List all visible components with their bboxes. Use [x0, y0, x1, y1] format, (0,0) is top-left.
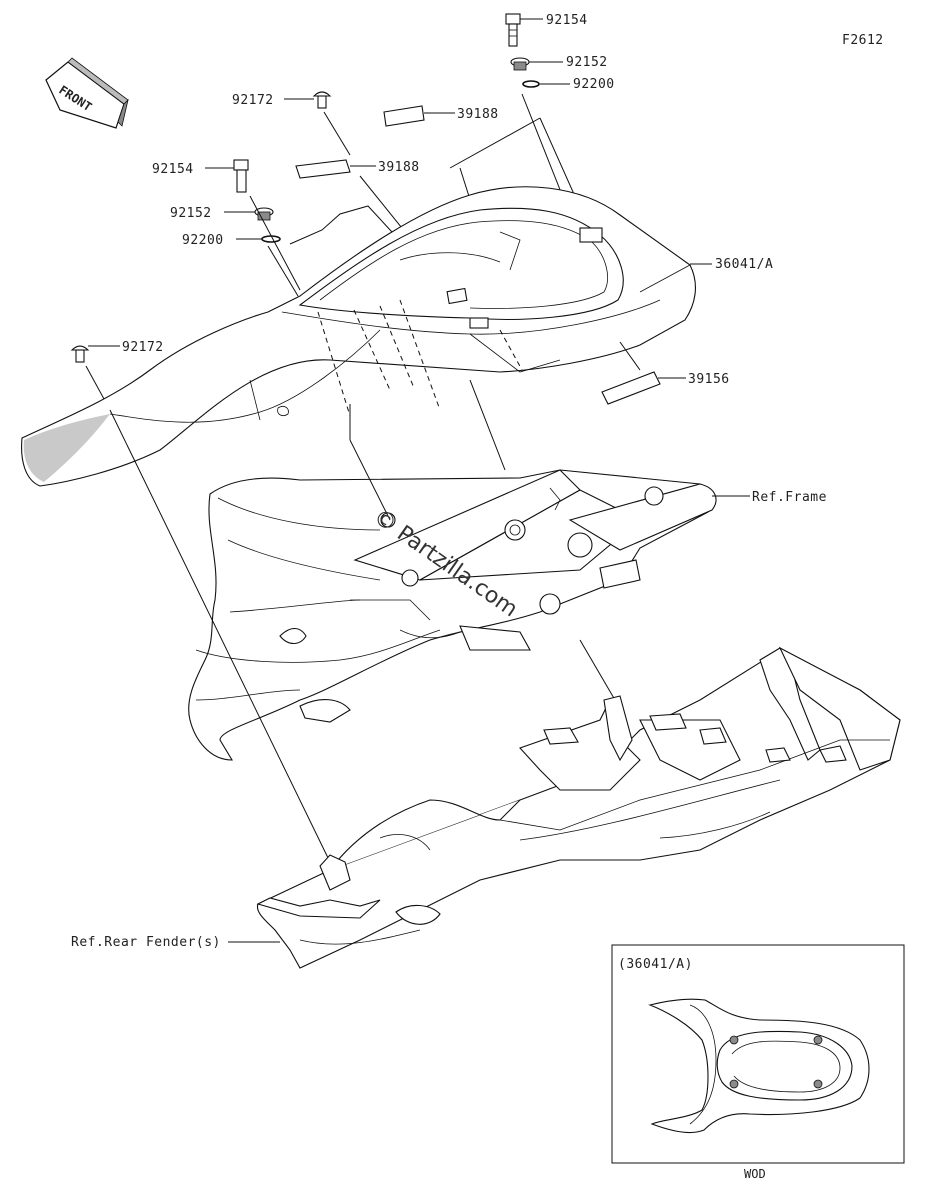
label-39188-mid: [295, 159, 351, 179]
bolt-92172-left: [70, 345, 90, 363]
seat-36041a: [21, 186, 696, 487]
callout-92154-top: 92154: [546, 13, 588, 28]
callout-ref-frame: Ref.Frame: [752, 490, 827, 505]
front-arrow-icon: FRONT: [45, 57, 129, 129]
ref-rear-fender: [256, 646, 901, 969]
callout-92200-left: 92200: [182, 233, 224, 248]
washer-92152-top: [510, 57, 530, 71]
ref-frame: [188, 469, 717, 761]
callout-92154-left: 92154: [152, 162, 194, 177]
callout-39188-mid: 39188: [378, 160, 420, 175]
callout-92172-left: 92172: [122, 340, 164, 355]
bolt-92154-left: [233, 159, 249, 193]
callout-92152-top: 92152: [566, 55, 608, 70]
inset-title: (36041/A): [618, 957, 693, 972]
callout-92200-top: 92200: [573, 77, 615, 92]
callout-39188-top: 39188: [457, 107, 499, 122]
callout-92172-top: 92172: [232, 93, 274, 108]
ring-92200-top: [522, 80, 540, 88]
label-39188-top: [383, 105, 425, 127]
inset-seat-variant: [648, 998, 870, 1133]
callout-36041a: 36041/A: [715, 257, 773, 272]
inset-box: (36041/A) WOD: [611, 944, 905, 1181]
figure-code: F2612: [842, 33, 884, 48]
label-39156: [601, 371, 661, 405]
inset-caption: WOD: [744, 1167, 766, 1181]
callout-ref-rear-fender: Ref.Rear Fender(s): [71, 935, 221, 950]
bolt-92172-top: [312, 91, 332, 109]
callout-39156: 39156: [688, 372, 730, 387]
callout-92152-left: 92152: [170, 206, 212, 221]
bolt-92154-top: [505, 13, 521, 47]
ring-92200-left: [261, 235, 281, 243]
